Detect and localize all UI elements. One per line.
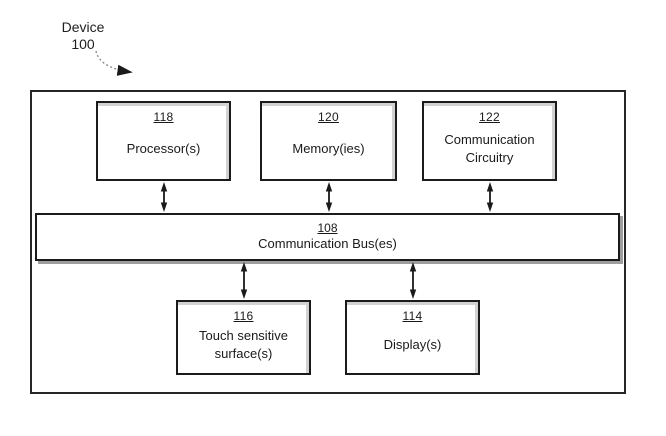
block-touch-surface-label: Touch sensitive surface(s) [199, 328, 288, 361]
block-communication-bus-ref: 108 [317, 221, 338, 236]
block-touch-surface: 116 Touch sensitive surface(s) [176, 300, 311, 375]
double-arrow-icon [160, 182, 168, 212]
block-communication-circuitry: 122 Communication Circuitry [422, 101, 557, 181]
double-arrow-icon [486, 182, 494, 212]
device-boundary [30, 90, 626, 394]
block-touch-surface-ref: 116 [233, 309, 254, 323]
curved-dotted-arrow-icon [95, 50, 133, 76]
block-display-ref: 114 [402, 309, 423, 323]
block-display-label: Display(s) [383, 337, 442, 353]
block-communication-circuitry-ref: 122 [479, 110, 500, 124]
device-title-word: Device [61, 19, 105, 35]
block-display: 114 Display(s) [345, 300, 480, 375]
block-communication-bus: 108 Communication Bus(es) [35, 213, 620, 261]
block-memory-label: Memory(ies) [292, 140, 365, 156]
device-title: Device 100 [56, 19, 110, 53]
block-communication-circuitry-label: Communication Circuitry [444, 131, 535, 165]
block-processor: 118 Processor(s) [96, 101, 231, 181]
block-memory: 120 Memory(ies) [260, 101, 397, 181]
block-processor-label: Processor(s) [126, 140, 201, 156]
block-memory-ref: 120 [318, 110, 339, 124]
block-communication-bus-label: Communication Bus(es) [258, 236, 397, 252]
double-arrow-icon [409, 262, 417, 299]
double-arrow-icon [325, 182, 333, 212]
block-processor-ref: 118 [153, 110, 174, 124]
device-title-ref: 100 [71, 35, 95, 52]
double-arrow-icon [240, 262, 248, 299]
